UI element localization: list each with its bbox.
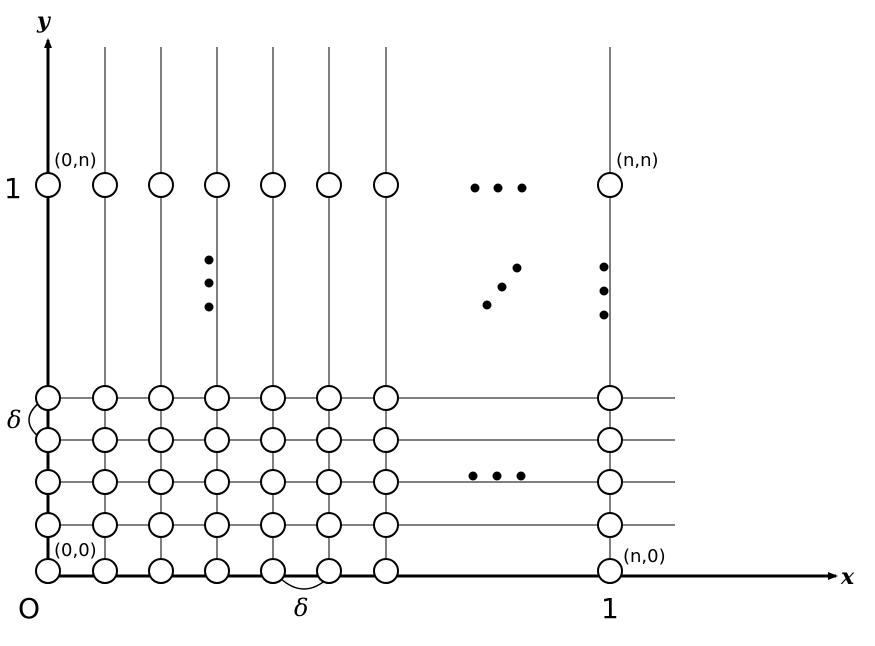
lattice-node [316,427,342,453]
lattice-node [373,558,399,584]
ellipsis-dot-diagonal [482,300,492,310]
origin-label: O [18,592,40,625]
lattice-node [597,172,623,198]
lattice-node [597,558,623,584]
lattice-node [373,512,399,538]
ellipsis-dot-diagonal [512,263,522,273]
lattice-node [92,385,118,411]
ellipsis-dot-top-row [517,183,527,193]
x-one-label: 1 [601,592,619,625]
y-one-label: 1 [4,172,22,205]
lattice-node [373,385,399,411]
lattice-node [92,512,118,538]
lattice-node [316,558,342,584]
lattice-node [316,512,342,538]
lattice-node [148,172,174,198]
lattice-node [204,385,230,411]
lattice-node [204,469,230,495]
lattice-node [204,558,230,584]
lattice-node [35,512,61,538]
ellipsis-dot-left-column [204,302,214,312]
lattice-nodes [35,172,623,584]
lattice-node [148,385,174,411]
lattice-node [373,172,399,198]
lattice-node [597,427,623,453]
ellipsis-dot-bottom-rows [516,471,526,481]
ellipsis-dot-top-row [493,183,503,193]
lattice-node [204,172,230,198]
lattice-node [35,469,61,495]
lattice-node [597,385,623,411]
ellipsis-dot-left-column [204,255,214,265]
lattice-node [597,469,623,495]
lattice-node [92,558,118,584]
lattice-node [316,385,342,411]
lattice-node [35,385,61,411]
delta-x-label: δ [294,594,308,622]
lattice-node [148,512,174,538]
lattice-node [373,469,399,495]
corner-label-n-n: (n,n) [616,150,659,171]
lattice-node [373,427,399,453]
lattice-node [35,558,61,584]
ellipsis-dot-right-column [599,262,609,272]
lattice-node [148,469,174,495]
lattice-node [260,385,286,411]
corner-label-0-0: (0,0) [54,540,97,561]
delta-y-label: δ [7,406,21,434]
lattice-node [92,469,118,495]
ellipsis-dot-right-column [599,286,609,296]
lattice-node [35,427,61,453]
grid-lines [48,47,675,576]
lattice-node [316,469,342,495]
ellipsis-dot-bottom-rows [492,471,502,481]
lattice-node [35,172,61,198]
ellipsis-dot-right-column [599,310,609,320]
lattice-node [597,512,623,538]
y-axis-label: y [36,8,52,34]
x-axis-label: x [840,564,855,590]
ellipsis-dot-left-column [204,278,214,288]
ellipsis-dot-bottom-rows [468,471,478,481]
lattice-node [260,558,286,584]
lattice-node [204,427,230,453]
corner-label-n-0: (n,0) [623,546,666,567]
lattice-node [148,427,174,453]
lattice-node [260,469,286,495]
lattice-node [204,512,230,538]
lattice-node [92,427,118,453]
ellipsis-dot-top-row [470,183,480,193]
ellipsis-dot-diagonal [497,282,507,292]
lattice-node [260,512,286,538]
lattice-node [260,172,286,198]
lattice-node [316,172,342,198]
ellipsis-dots [204,183,609,481]
lattice-node [92,172,118,198]
corner-label-0-n: (0,n) [54,150,97,171]
lattice-node [260,427,286,453]
lattice-node [148,558,174,584]
